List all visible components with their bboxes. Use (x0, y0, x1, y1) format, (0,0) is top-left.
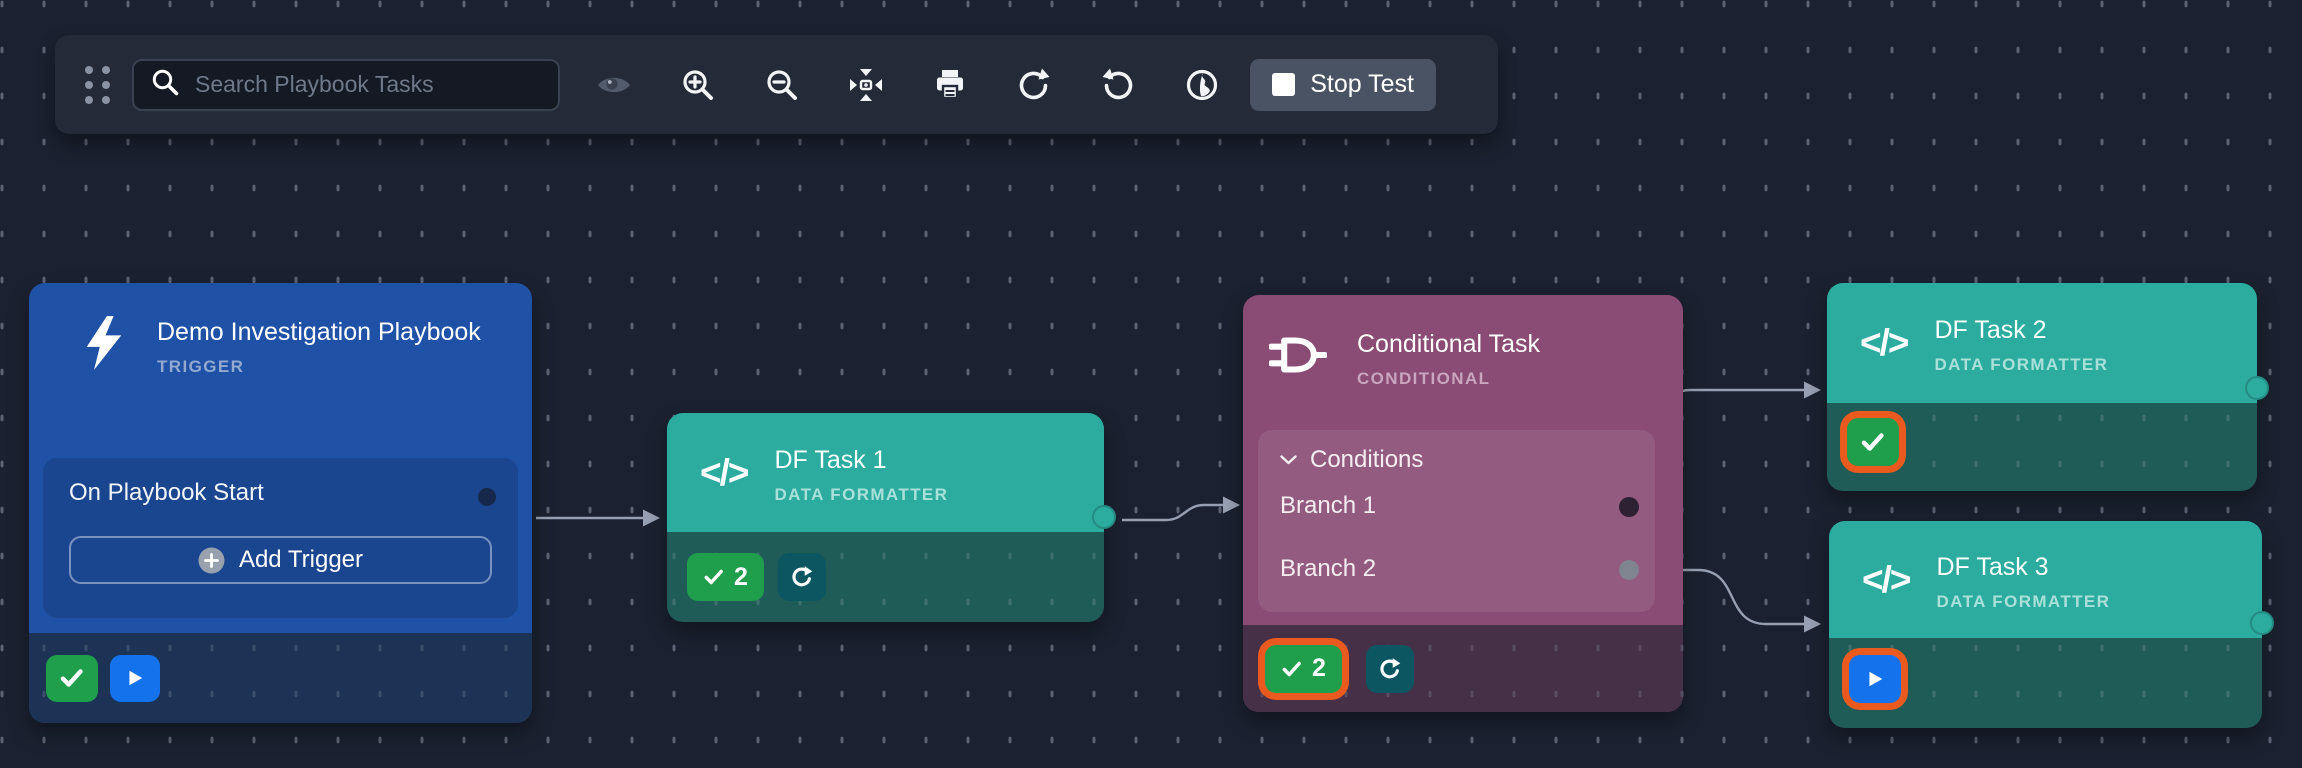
run-play-button[interactable] (110, 654, 160, 702)
node-conditional-task[interactable]: Conditional Task CONDITIONAL Conditions … (1243, 295, 1683, 712)
fit-view-icon[interactable] (838, 57, 894, 113)
trigger-events-panel: On Playbook Start Add Trigger (43, 458, 518, 618)
chevron-down-icon (1280, 455, 1297, 465)
play-icon (1869, 671, 1883, 687)
search-input[interactable] (193, 70, 542, 99)
search-icon (150, 67, 180, 102)
rerun-button[interactable] (1365, 644, 1414, 693)
branch-1-row[interactable]: Branch 1 (1280, 492, 1377, 519)
branch-1-output-port[interactable] (1619, 497, 1639, 517)
node-type-label: TRIGGER (157, 357, 245, 376)
df2-output-port[interactable] (2245, 376, 2269, 400)
conditions-panel: Conditions Branch 1 Branch 2 (1258, 430, 1655, 612)
df1-status-bar: 2 (667, 532, 1104, 622)
df2-status-bar (1827, 403, 2257, 491)
playbook-toolbar: Stop Test (55, 35, 1498, 134)
node-trigger[interactable]: Demo Investigation Playbook TRIGGER On P… (29, 283, 532, 723)
trigger-output-port[interactable] (478, 488, 496, 506)
rerun-button[interactable] (777, 553, 826, 601)
visibility-eye-icon[interactable] (586, 57, 642, 113)
df1-header: </> DF Task 1 DATA FORMATTER (667, 413, 1104, 532)
trigger-status-bar (29, 633, 532, 723)
stop-test-label: Stop Test (1310, 70, 1414, 98)
node-type-label: DATA FORMATTER (1934, 355, 2109, 374)
rerun-icon (1380, 657, 1401, 678)
success-count: 2 (734, 562, 748, 591)
check-icon (1861, 433, 1884, 451)
node-df-task-3[interactable]: </> DF Task 3 DATA FORMATTER (1829, 521, 2262, 728)
run-play-badge-highlighted[interactable] (1849, 655, 1901, 703)
check-icon (60, 669, 83, 687)
trigger-event-label: On Playbook Start (69, 479, 264, 506)
search-box[interactable] (132, 58, 560, 111)
logic-gate-icon (1268, 334, 1328, 381)
zoom-in-icon[interactable] (670, 57, 726, 113)
node-title: Demo Investigation Playbook (157, 318, 481, 346)
edge-df1-to-conditional (1122, 503, 1223, 522)
branch-2-output-port[interactable] (1619, 560, 1639, 580)
add-trigger-label: Add Trigger (238, 546, 364, 573)
branch-2-row[interactable]: Branch 2 (1280, 555, 1377, 582)
success-check-button[interactable] (46, 654, 98, 702)
stop-square-icon (1272, 73, 1296, 96)
conditions-toggle[interactable]: Conditions (1280, 446, 1423, 474)
df2-header: </> DF Task 2 DATA FORMATTER (1827, 283, 2257, 403)
globe-icon[interactable] (1174, 57, 1230, 113)
node-title: Conditional Task (1357, 330, 1540, 358)
check-icon (704, 569, 723, 585)
conditions-label: Conditions (1310, 446, 1424, 473)
code-icon: </> (1862, 558, 1911, 600)
df3-status-bar (1829, 638, 2262, 728)
play-icon (129, 670, 143, 686)
stop-test-button[interactable]: Stop Test (1250, 58, 1436, 111)
node-title: DF Task 3 (1936, 552, 2049, 581)
add-trigger-button[interactable]: Add Trigger (69, 536, 492, 584)
node-df-task-1[interactable]: </> DF Task 1 DATA FORMATTER 2 (667, 413, 1104, 622)
df1-output-port[interactable] (1092, 505, 1116, 529)
node-title: DF Task 2 (1934, 316, 2047, 344)
node-title: DF Task 1 (774, 445, 887, 474)
rerun-icon (792, 566, 813, 587)
code-icon: </> (1860, 322, 1909, 363)
check-icon (1282, 661, 1301, 676)
drag-handle[interactable] (85, 65, 110, 104)
conditional-header: Conditional Task CONDITIONAL (1243, 295, 1683, 389)
code-icon: </> (700, 451, 749, 493)
trigger-header: Demo Investigation Playbook TRIGGER (29, 283, 532, 377)
df3-header: </> DF Task 3 DATA FORMATTER (1829, 521, 2262, 638)
node-type-label: DATA FORMATTER (774, 484, 949, 504)
redo-icon[interactable] (1006, 57, 1062, 113)
node-type-label: DATA FORMATTER (1936, 591, 2111, 611)
success-count-badge-highlighted[interactable]: 2 (1265, 644, 1342, 693)
success-count-badge[interactable]: 2 (687, 553, 764, 601)
success-count: 2 (1312, 654, 1326, 682)
success-check-badge-highlighted[interactable] (1847, 418, 1899, 466)
arrowhead-icon (1804, 615, 1821, 633)
node-type-label: CONDITIONAL (1357, 369, 1491, 388)
node-df-task-2[interactable]: </> DF Task 2 DATA FORMATTER (1827, 283, 2257, 491)
zoom-out-icon[interactable] (754, 57, 810, 113)
arrowhead-icon (1804, 381, 1821, 399)
conditional-status-bar: 2 (1243, 625, 1683, 712)
lightning-bolt-icon (81, 314, 127, 377)
plus-circle-icon (198, 547, 225, 573)
print-icon[interactable] (922, 57, 978, 113)
undo-icon[interactable] (1090, 57, 1146, 113)
arrowhead-icon (643, 509, 660, 527)
arrowhead-icon (1223, 496, 1240, 514)
df3-output-port[interactable] (2250, 611, 2274, 635)
